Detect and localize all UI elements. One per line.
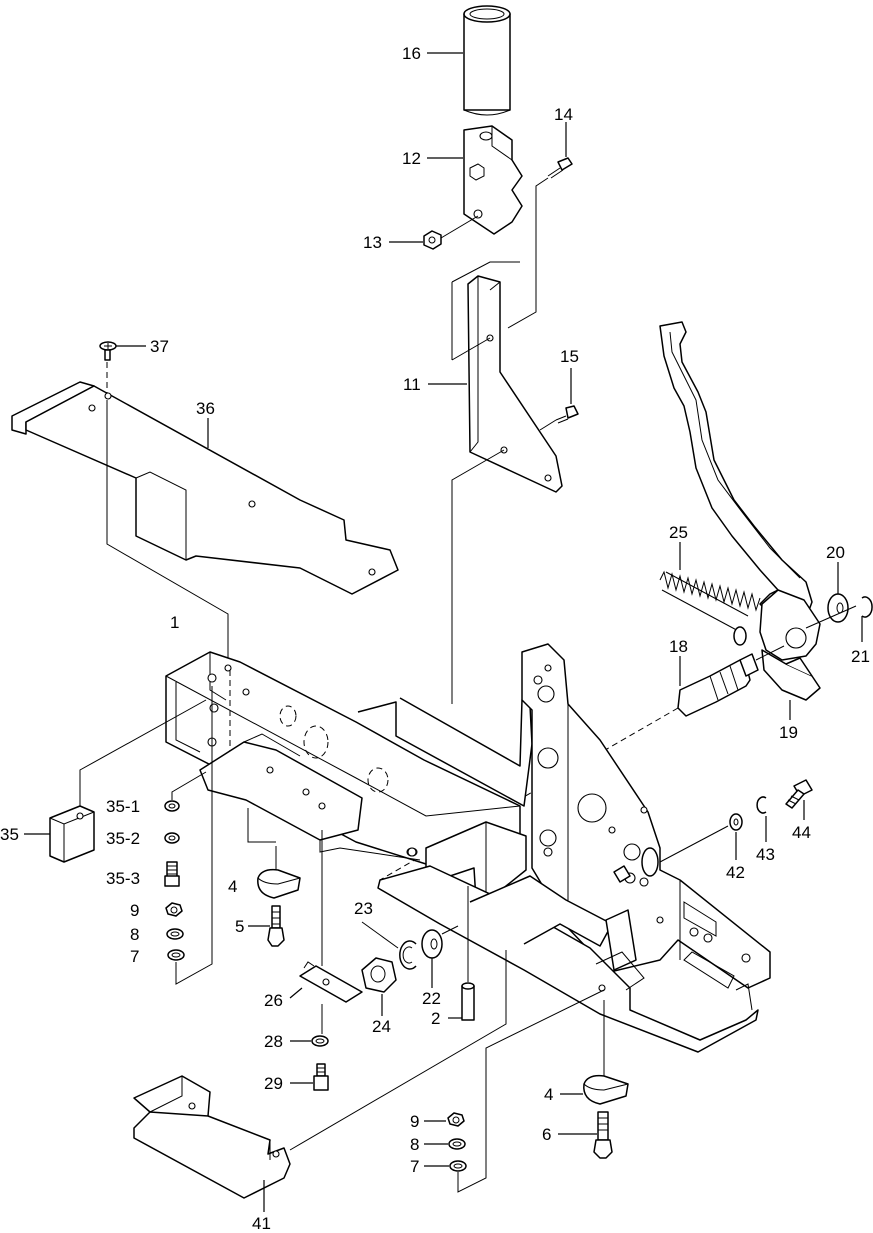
part-11-bracket-plate (428, 262, 562, 704)
callout-44: 44 (792, 823, 811, 842)
part-15-screw (540, 368, 578, 430)
part-35-1-washer (165, 772, 206, 811)
part-28-washer (290, 1004, 328, 1046)
callout-6: 6 (542, 1125, 551, 1144)
callout-19: 19 (779, 723, 798, 742)
part-4-stopper-a (258, 846, 300, 898)
part-7-washer-b (424, 990, 604, 1192)
callout-22: 22 (422, 989, 441, 1008)
callout-43: 43 (756, 845, 775, 864)
callout-37: 37 (150, 337, 169, 356)
callout-25: 25 (669, 523, 688, 542)
callout-7-upper: 7 (130, 947, 139, 966)
part-42-washer (660, 814, 742, 862)
part-20-washer (828, 562, 848, 622)
callout-16: 16 (402, 44, 421, 63)
callout-35-1: 35-1 (106, 797, 140, 816)
part-8-washer-a (167, 929, 183, 939)
callout-20: 20 (826, 543, 845, 562)
part-43-e-ring (757, 797, 766, 842)
callout-14: 14 (554, 105, 573, 124)
callout-7-lower: 7 (410, 1157, 419, 1176)
part-35-3-bolt (165, 862, 179, 886)
part-25-spring (660, 542, 760, 645)
part-37-screw (100, 342, 146, 396)
part-6-bolt (558, 1112, 612, 1158)
callout-29: 29 (264, 1074, 283, 1093)
callout-2: 2 (431, 1009, 440, 1028)
callout-9-lower: 9 (410, 1112, 419, 1131)
callout-42: 42 (726, 863, 745, 882)
callout-5: 5 (235, 917, 244, 936)
callout-4-upper: 4 (228, 877, 237, 896)
callout-11: 11 (403, 375, 421, 394)
callout-24: 24 (372, 1017, 391, 1036)
part-29-bolt (290, 1064, 328, 1090)
callout-12: 12 (402, 149, 421, 168)
callout-21: 21 (851, 647, 870, 666)
callout-1: 1 (170, 613, 179, 632)
part-22-washer (422, 926, 458, 988)
callout-8-upper: 8 (130, 925, 139, 944)
callout-41: 41 (252, 1214, 271, 1233)
part-13-nut (389, 216, 478, 249)
callout-35-3: 35-3 (106, 869, 140, 888)
callout-15: 15 (560, 347, 579, 366)
callout-9-upper: 9 (130, 901, 139, 920)
part-8-washer-b (424, 1139, 465, 1149)
part-5-bolt (248, 906, 284, 946)
part-26-plate (290, 830, 362, 1002)
part-36-cover-plate (12, 382, 398, 680)
part-9-nut-a (166, 903, 182, 916)
part-35-2-washer (165, 833, 179, 843)
callout-4-lower: 4 (544, 1085, 553, 1104)
callout-23: 23 (354, 899, 373, 918)
callout-13: 13 (363, 233, 382, 252)
callout-26: 26 (264, 991, 283, 1010)
callout-35: 35 (0, 825, 19, 844)
callout-8-lower: 8 (410, 1135, 419, 1154)
callout-35-2: 35-2 (106, 829, 140, 848)
part-24-nut (362, 958, 396, 1016)
callout-18: 18 (669, 637, 688, 656)
callout-28: 28 (264, 1032, 283, 1051)
part-14-screw (508, 122, 572, 328)
part-44-bolt (786, 780, 812, 820)
part-9-nut-b (424, 1113, 464, 1126)
part-16-tube (427, 6, 510, 115)
callout-36: 36 (196, 399, 215, 418)
